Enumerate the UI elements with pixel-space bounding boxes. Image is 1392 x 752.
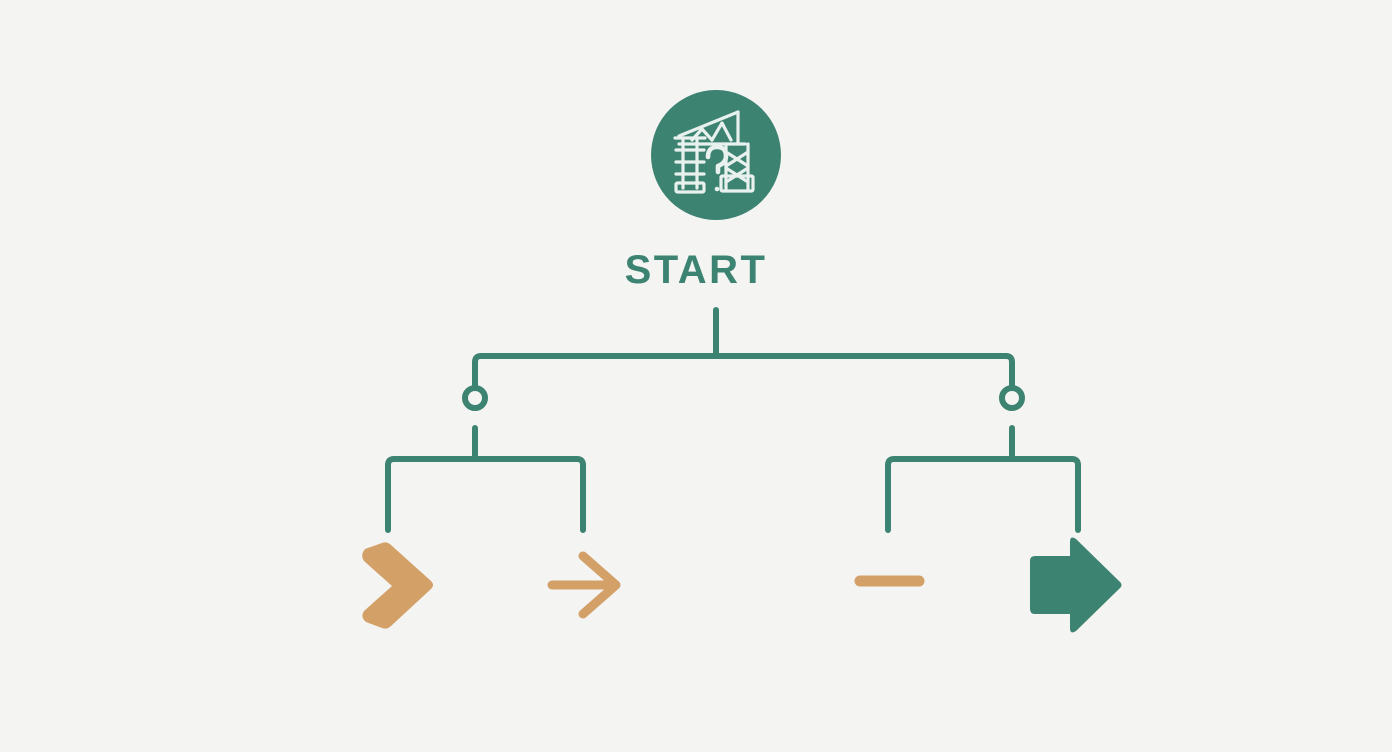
root-icon-group[interactable]	[651, 90, 781, 220]
root-icon-circle	[651, 90, 781, 220]
leaf-chevron-banner[interactable]	[362, 542, 433, 629]
tree-connectors	[385, 307, 1081, 533]
branch-left-bracket	[385, 456, 586, 533]
node-left-ring[interactable]	[462, 385, 488, 411]
node-right-ring[interactable]	[999, 385, 1025, 411]
construction-crane-question-icon	[673, 110, 755, 194]
leaf-block-arrow[interactable]	[1030, 537, 1122, 633]
leaf-line-arrow-head	[578, 551, 621, 619]
branch-right-bracket	[885, 456, 1081, 533]
leaf-line-arrow[interactable]	[547, 551, 621, 619]
page-title: START	[624, 248, 768, 292]
level1-bar	[472, 353, 1015, 388]
